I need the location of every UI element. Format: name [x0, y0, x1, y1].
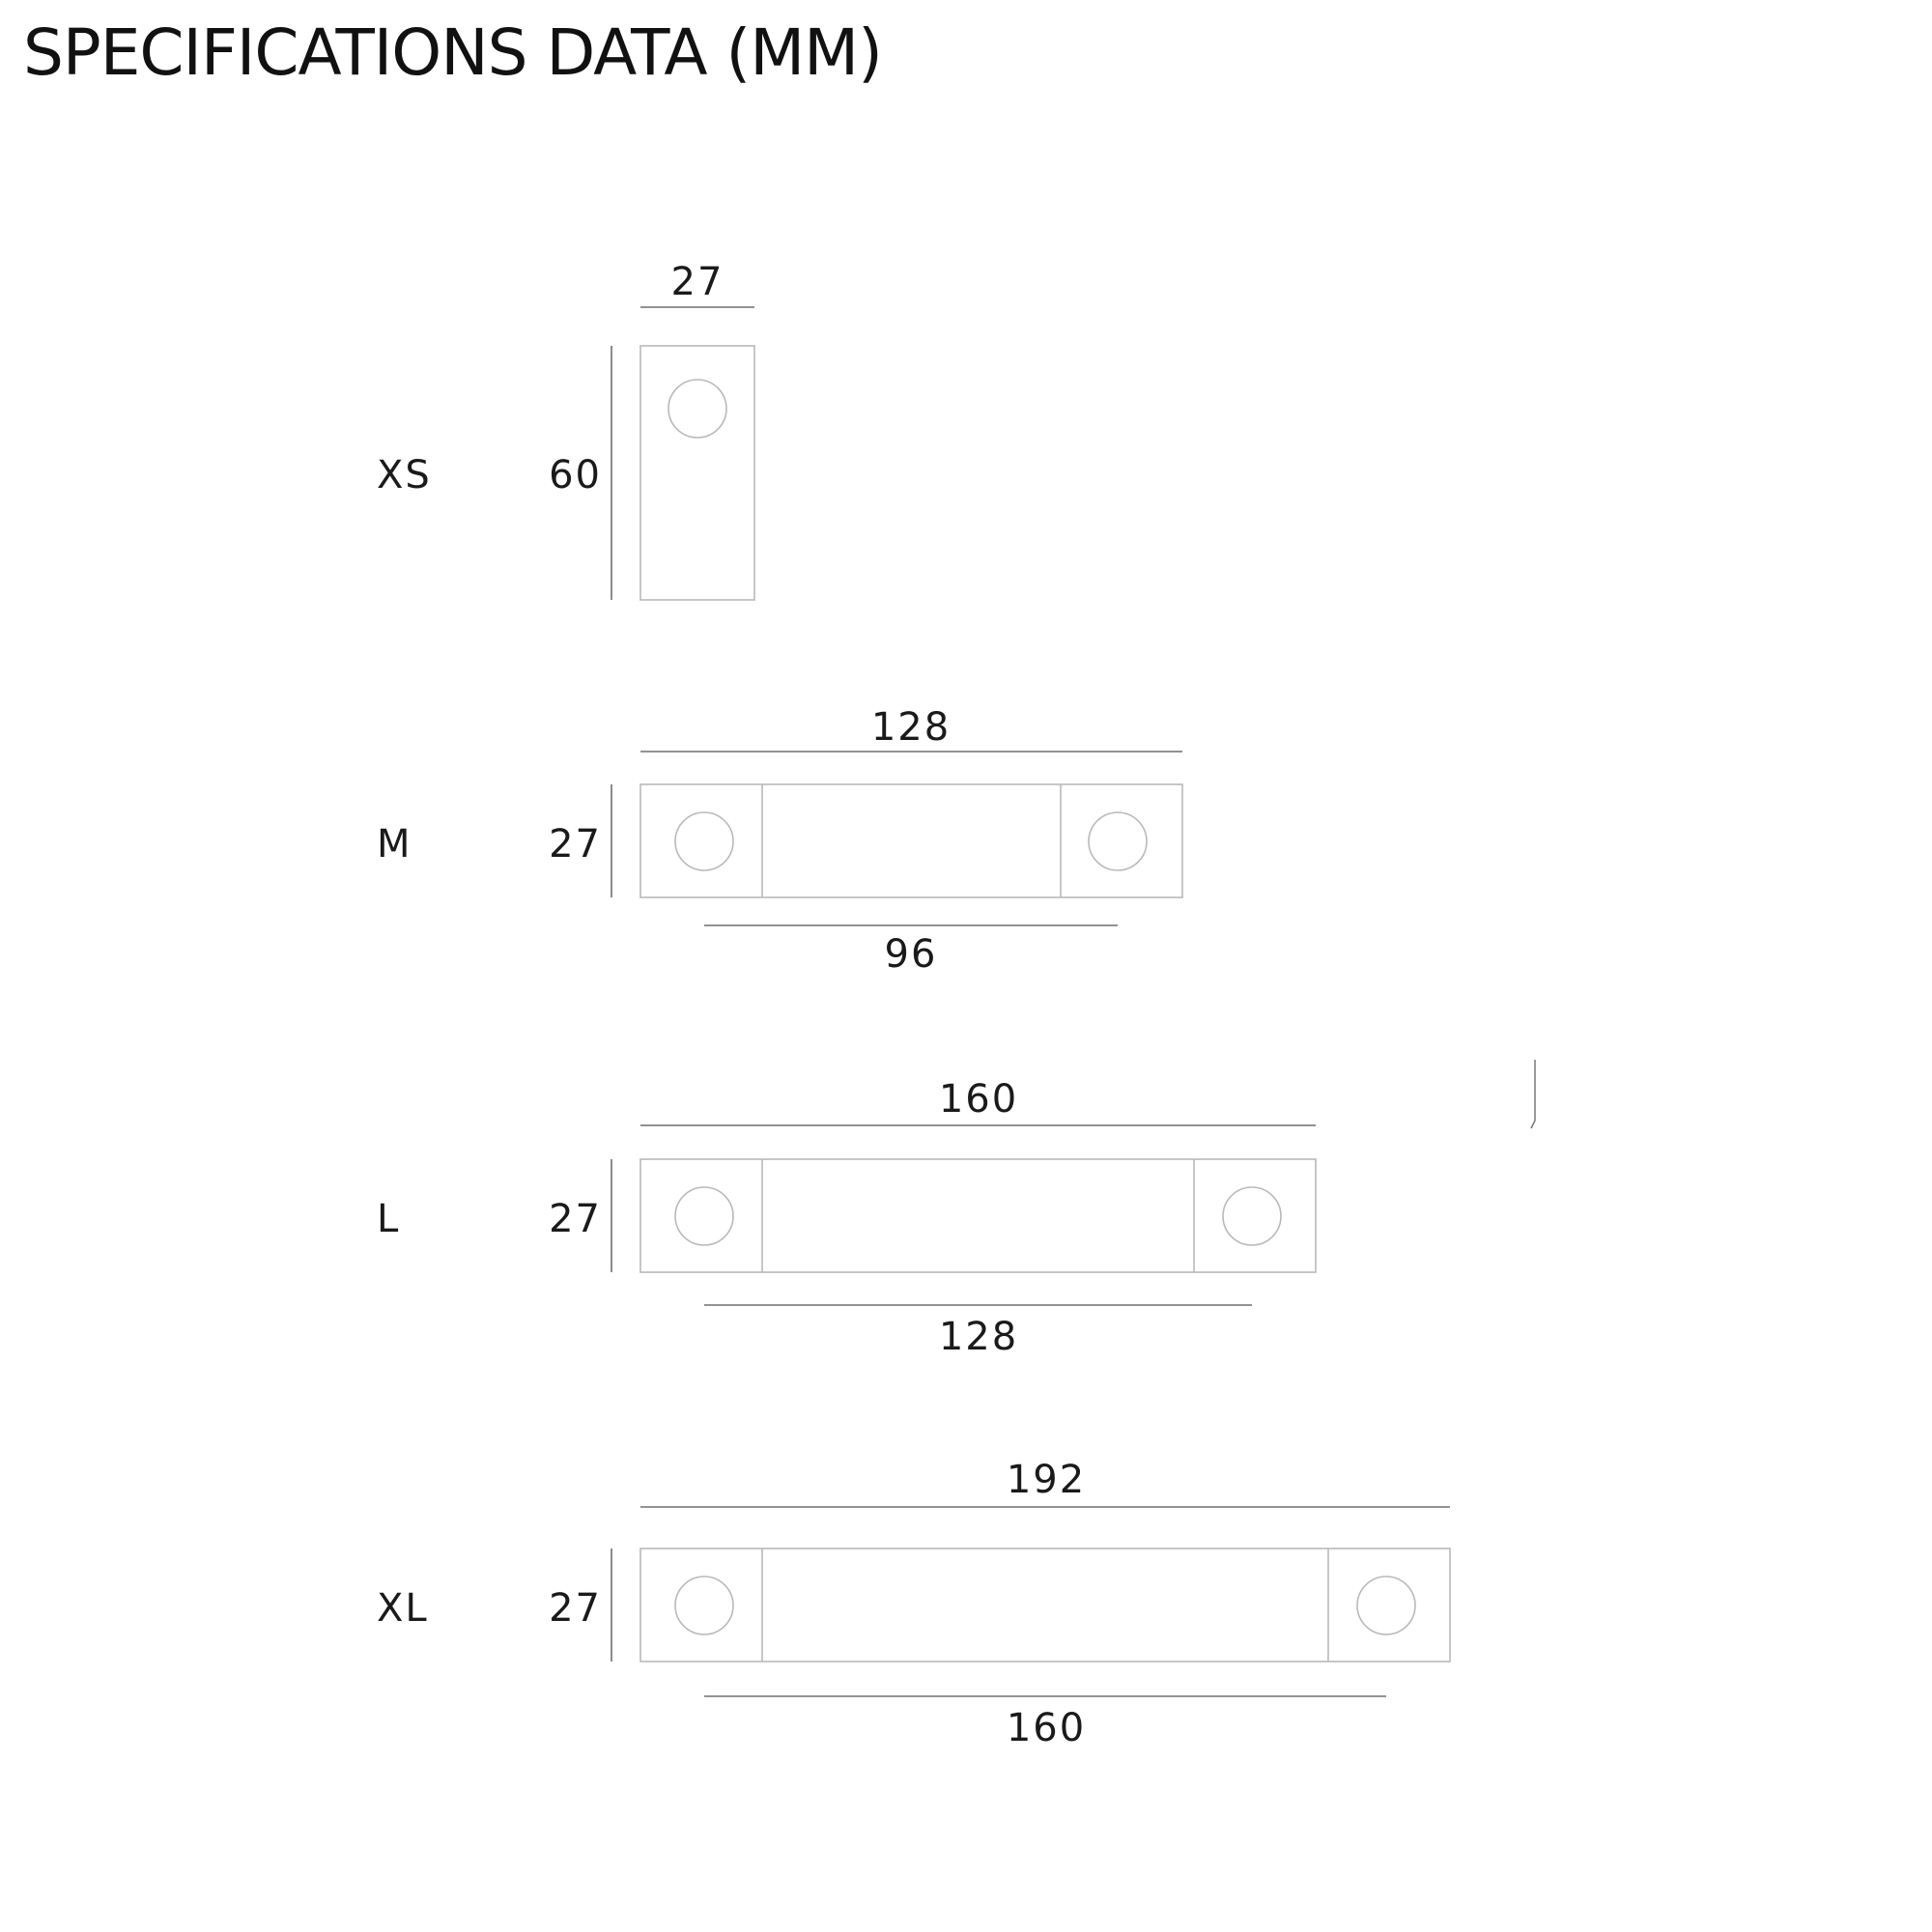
handle-outline-l: [639, 1158, 1317, 1273]
height-label-m: 27: [549, 822, 602, 867]
size-label-xl: XL: [377, 1586, 429, 1631]
screw-hole-left-l: [674, 1186, 734, 1246]
handle-outline-m: [639, 783, 1183, 898]
screw-hole-right-xl: [1356, 1576, 1416, 1635]
handle-xs: XS 60 27: [377, 260, 755, 601]
stray-mark: [1530, 1060, 1536, 1129]
height-label-xl: 27: [549, 1586, 602, 1631]
length-label-l: 160: [939, 1077, 1018, 1122]
height-label-xs: 60: [549, 453, 602, 497]
handle-outline-xs: [639, 345, 755, 601]
handle-xl: XL 27 192 160: [377, 1458, 1451, 1750]
screw-hole-right-l: [1222, 1186, 1282, 1246]
handle-l: L 27 160 128: [377, 1077, 1317, 1359]
size-label-m: M: [377, 822, 412, 867]
handle-outline-xl: [639, 1548, 1451, 1662]
screw-hole-xs: [668, 379, 727, 439]
height-label-l: 27: [549, 1197, 602, 1241]
hole-spacing-label-m: 96: [885, 932, 938, 977]
screw-hole-right-m: [1088, 811, 1148, 871]
page-title: SPECIFICATIONS DATA (MM): [23, 15, 883, 90]
hole-spacing-label-l: 128: [939, 1315, 1018, 1359]
hole-spacing-label-xl: 160: [1007, 1706, 1086, 1750]
size-label-xs: XS: [377, 453, 432, 497]
handle-m: M 27 128 96: [377, 705, 1183, 977]
length-label-m: 128: [871, 705, 951, 750]
screw-hole-left-m: [674, 811, 734, 871]
length-label-xl: 192: [1007, 1458, 1086, 1502]
size-label-l: L: [377, 1197, 400, 1241]
screw-hole-left-xl: [674, 1576, 734, 1635]
length-label-xs: 27: [671, 260, 724, 304]
